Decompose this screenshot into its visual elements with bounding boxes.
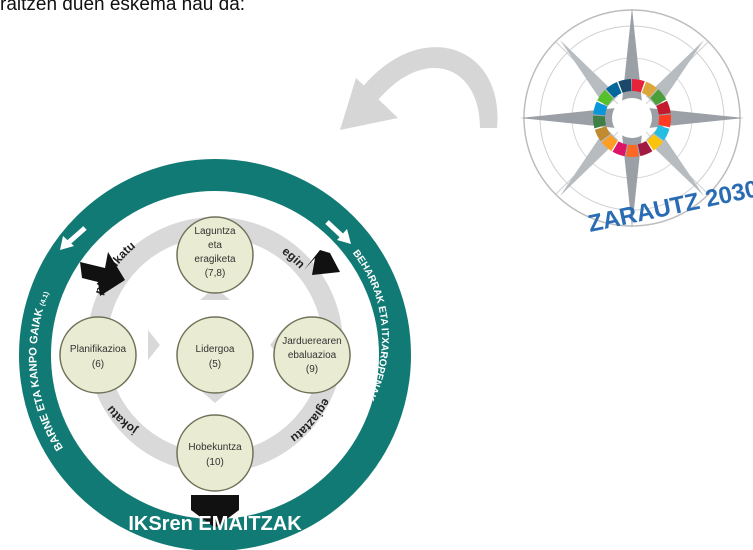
sdg-segment (593, 79, 671, 157)
svg-text:eta: eta (208, 240, 222, 251)
sdg-segment (593, 79, 671, 157)
node-left: Planifikazioa (6) (59, 316, 137, 394)
svg-text:Planifikazioa: Planifikazioa (70, 344, 127, 355)
node-top: Laguntza eta eragiketa (7,8) (176, 216, 254, 294)
svg-text:(6): (6) (92, 359, 104, 370)
curved-arrow-head (340, 78, 398, 130)
ring-arrow-right (325, 220, 351, 244)
node-center: Lidergoa (5) (176, 316, 254, 394)
intro-heading: raitzen duen eskema hau da: (0, 0, 246, 15)
node-right: Jarduerearen ebaluazioa (9) (273, 316, 351, 394)
compass-star (520, 8, 744, 228)
chevron-egin (304, 250, 340, 275)
curved-arrow-shape (360, 47, 498, 128)
svg-text:Laguntza: Laguntza (194, 226, 236, 237)
outer-ring (19, 159, 411, 550)
chevron-planifikatu (80, 252, 125, 296)
results-title: IKSren EMAITZAK (128, 513, 302, 535)
svg-text:(9): (9) (306, 364, 318, 375)
ring-arrow-left (60, 226, 87, 250)
logo-text-zarautz: ZARAUTZ 2030 (586, 175, 753, 237)
chevron-bottom (191, 495, 239, 528)
svg-text:Hobekuntza: Hobekuntza (188, 442, 242, 453)
svg-text:Lidergoa: Lidergoa (196, 344, 235, 355)
svg-text:(7,8): (7,8) (205, 268, 226, 279)
sdg-segment (593, 79, 671, 157)
svg-text:(5): (5) (209, 359, 221, 370)
svg-text:ebaluazioa: ebaluazioa (288, 350, 337, 361)
node-bottom: Hobekuntza (10) (176, 414, 254, 492)
svg-text:(10): (10) (206, 457, 224, 468)
svg-text:Jarduerearen: Jarduerearen (282, 336, 341, 347)
svg-text:eragiketa: eragiketa (194, 254, 236, 265)
sdg-segment (593, 79, 671, 157)
sdg-color-wheel (593, 79, 671, 157)
zarautz-2030-logo: ZARAUTZ 2030 (520, 8, 753, 238)
